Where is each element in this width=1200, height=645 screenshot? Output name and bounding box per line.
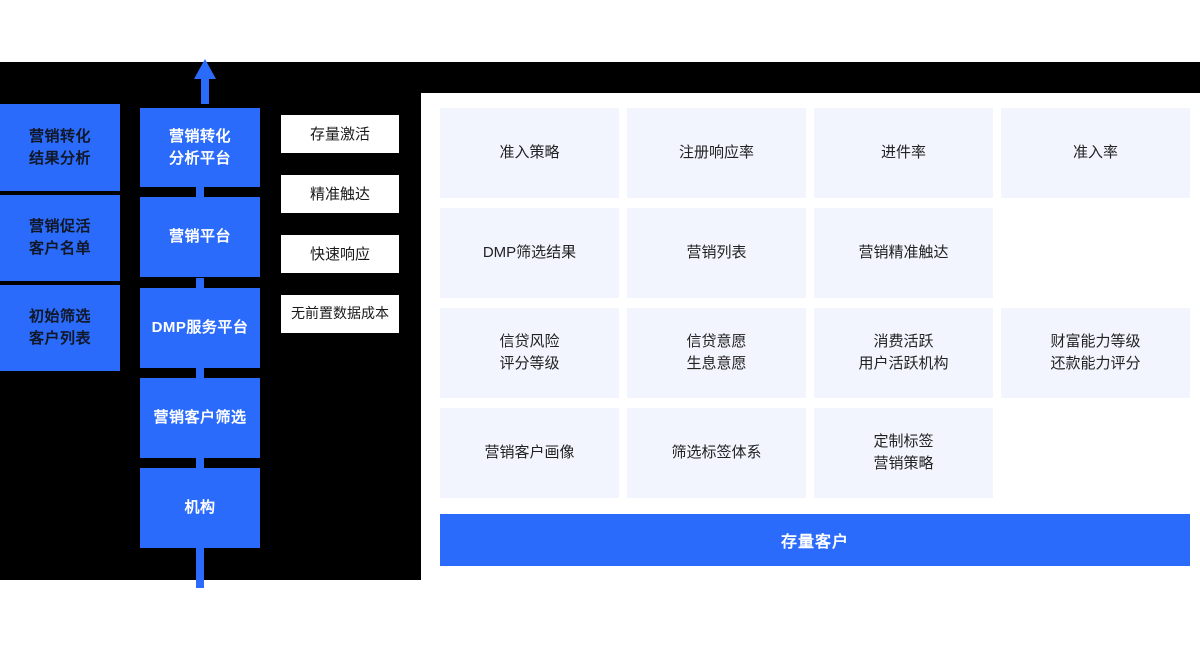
platform-box-1-line1: 营销转化 [168, 127, 231, 145]
platform-box-2[interactable]: 营销平台 [140, 197, 260, 277]
capability-cell-3-1-line2: 评分等级 [499, 355, 560, 372]
capability-cell-2-3[interactable]: 营销精准触达 [814, 208, 993, 298]
capability-cell-2-2[interactable]: 营销列表 [627, 208, 806, 298]
capability-cell-3-2-line2: 生息意愿 [686, 355, 747, 372]
benefit-chip-1[interactable]: 存量激活 [281, 115, 399, 153]
platform-box-3[interactable]: DMP服务平台 [140, 288, 260, 368]
capability-cell-3-3-line1: 消费活跃 [873, 333, 934, 351]
capability-row-1: 准入策略 注册响应率 进件率 准入率 [440, 108, 1190, 198]
capability-cell-4-2[interactable]: 筛选标签体系 [627, 408, 806, 498]
capability-cell-2-3-line1: 营销精准触达 [858, 244, 949, 262]
existing-customers-label: 存量客户 [780, 534, 849, 551]
capability-cell-1-2[interactable]: 注册响应率 [627, 108, 806, 198]
capability-cell-4-3-line2: 营销策略 [873, 455, 934, 472]
capability-cell-4-2-line1: 筛选标签体系 [671, 444, 762, 462]
capability-cell-2-1-line1: DMP筛选结果 [482, 244, 577, 262]
capability-cell-2-2-line1: 营销列表 [686, 244, 747, 262]
capability-cell-3-4-line2: 还款能力评分 [1050, 355, 1141, 372]
capability-row-2: DMP筛选结果 营销列表 营销精准触达 [440, 208, 1190, 298]
output-box-2[interactable]: 营销促活 客户名单 [0, 195, 120, 281]
connector-2 [196, 278, 204, 290]
capability-cell-3-2[interactable]: 信贷意愿 生息意愿 [627, 308, 806, 398]
capability-cell-1-4[interactable]: 准入率 [1001, 108, 1190, 198]
capability-cell-3-4-line1: 财富能力等级 [1050, 333, 1141, 351]
capability-cell-3-3-line2: 用户活跃机构 [858, 355, 949, 372]
benefit-chip-3-label: 快速响应 [309, 245, 370, 263]
capability-cell-1-4-line1: 准入率 [1072, 144, 1118, 162]
output-box-1-line2: 结果分析 [28, 149, 91, 167]
capability-cell-3-2-line1: 信贷意愿 [686, 333, 747, 351]
benefit-chip-1-label: 存量激活 [309, 125, 370, 143]
capability-cell-1-2-line1: 注册响应率 [678, 144, 754, 162]
capability-cell-3-1-line1: 信贷风险 [499, 333, 560, 351]
flow-up-arrow-icon [194, 59, 216, 104]
capability-cell-1-3[interactable]: 进件率 [814, 108, 993, 198]
output-box-3[interactable]: 初始筛选 客户列表 [0, 285, 120, 371]
existing-customers-bar[interactable]: 存量客户 [440, 514, 1190, 566]
benefit-chip-3[interactable]: 快速响应 [281, 235, 399, 273]
connector-4 [196, 458, 204, 470]
capability-cell-4-3[interactable]: 定制标签 营销策略 [814, 408, 993, 498]
platform-box-4-label: 营销客户筛选 [153, 409, 247, 427]
output-box-3-line1: 初始筛选 [28, 308, 91, 326]
platform-box-5-label: 机构 [184, 499, 216, 517]
benefit-chip-2-label: 精准触达 [309, 185, 370, 203]
capability-grid: 准入策略 注册响应率 进件率 准入率 [440, 108, 1190, 566]
output-box-3-line2: 客户列表 [28, 330, 91, 347]
platform-box-5[interactable]: 机构 [140, 468, 260, 548]
platform-box-3-label: DMP服务平台 [151, 319, 249, 337]
capability-cell-3-3[interactable]: 消费活跃 用户活跃机构 [814, 308, 993, 398]
capability-cell-3-4[interactable]: 财富能力等级 还款能力评分 [1001, 308, 1190, 398]
output-box-2-line1: 营销促活 [28, 218, 91, 236]
capability-row-4: 营销客户画像 筛选标签体系 定制标签 营销策略 [440, 408, 1190, 498]
benefit-chip-2[interactable]: 精准触达 [281, 175, 399, 213]
platform-box-1[interactable]: 营销转化 分析平台 [140, 108, 260, 187]
capability-cell-4-1-line1: 营销客户画像 [484, 444, 575, 462]
capability-cell-1-1[interactable]: 准入策略 [440, 108, 619, 198]
output-box-1[interactable]: 营销转化 结果分析 [0, 104, 120, 191]
output-box-1-line1: 营销转化 [28, 127, 91, 145]
connector-3 [196, 368, 204, 380]
platform-box-2-label: 营销平台 [168, 228, 231, 246]
capability-cell-2-1[interactable]: DMP筛选结果 [440, 208, 619, 298]
capability-row-3: 信贷风险 评分等级 信贷意愿 生息意愿 消费活跃 用户活跃机构 财富能力等级 [440, 308, 1190, 398]
connector-bottom [196, 548, 204, 588]
capability-cell-4-1[interactable]: 营销客户画像 [440, 408, 619, 498]
benefit-chip-4-label: 无前置数据成本 [291, 305, 389, 322]
benefit-chip-4[interactable]: 无前置数据成本 [281, 295, 399, 333]
capability-cell-1-3-line1: 进件率 [880, 144, 926, 162]
capability-cell-3-1[interactable]: 信贷风险 评分等级 [440, 308, 619, 398]
capability-cell-1-1-line1: 准入策略 [499, 144, 560, 162]
platform-box-4[interactable]: 营销客户筛选 [140, 378, 260, 458]
connector-1 [196, 186, 204, 198]
capability-cell-4-3-line1: 定制标签 [873, 433, 934, 451]
platform-box-1-line2: 分析平台 [168, 149, 231, 167]
output-box-2-line2: 客户名单 [28, 240, 91, 257]
top-black-band [0, 62, 1200, 93]
